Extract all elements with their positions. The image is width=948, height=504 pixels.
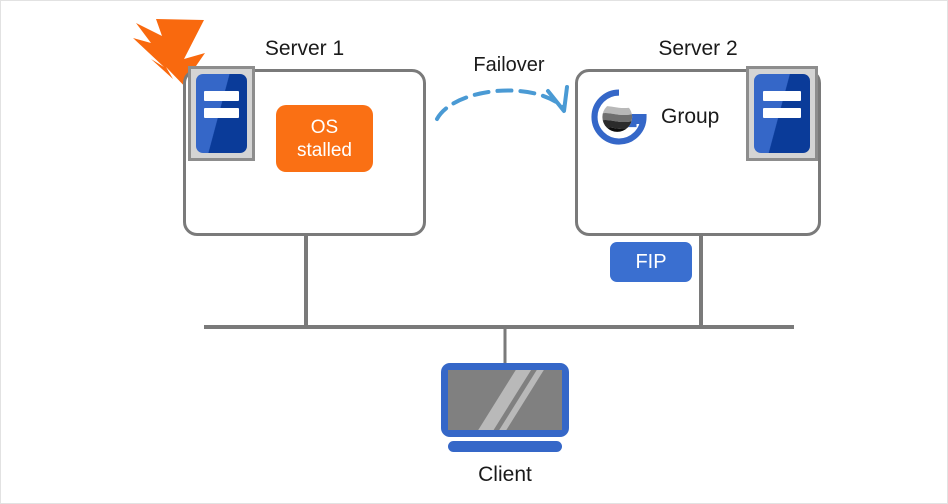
group-label: Group [661, 105, 720, 128]
client-caption: Client [478, 463, 532, 486]
server2-caption: Server 2 [658, 37, 738, 60]
monitor-stand [448, 441, 562, 452]
group-logo-icon [591, 89, 647, 145]
group-resource[interactable]: Group [591, 89, 719, 145]
status-badge-os-stalled[interactable]: OS stalled [276, 105, 373, 172]
rack-body [196, 74, 247, 153]
fip-badge[interactable]: FIP [610, 242, 692, 282]
dashed-curved-arrow-icon [435, 85, 569, 121]
rack-body [754, 74, 810, 153]
os-stalled-line1: OS [310, 116, 339, 138]
server1-caption: Server 1 [264, 37, 345, 60]
monitor-screen [448, 370, 562, 430]
server-rack-icon [746, 66, 818, 161]
rack-bar [762, 107, 802, 119]
rack-bar [204, 107, 239, 119]
failover-label: Failover [473, 54, 545, 76]
monitor-icon[interactable] [441, 363, 569, 452]
rack-bar [204, 90, 239, 101]
server-rack-icon [188, 66, 255, 161]
rack-bar [762, 90, 802, 101]
monitor-bezel [441, 363, 569, 437]
os-stalled-line2: stalled [297, 139, 352, 161]
